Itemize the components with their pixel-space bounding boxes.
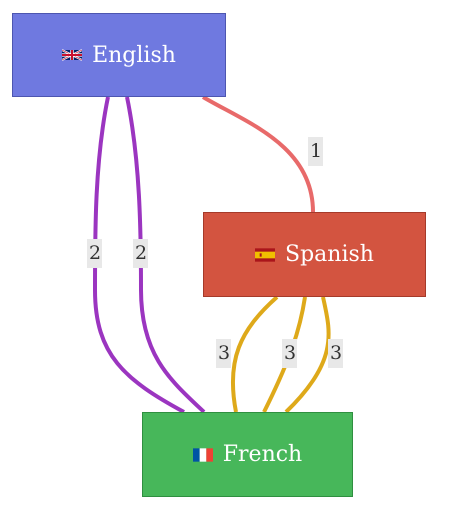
uk-flag-icon: [62, 49, 83, 61]
node-french[interactable]: French: [142, 412, 353, 497]
edge-label-spanish-french-2: 3: [282, 339, 297, 368]
node-spanish-label: Spanish: [285, 242, 374, 267]
node-spanish[interactable]: Spanish: [203, 212, 426, 297]
edge-label-spanish-french-1: 3: [216, 339, 231, 368]
edge-label-spanish-french-3: 3: [328, 339, 343, 368]
node-english[interactable]: English: [12, 13, 226, 97]
edge-spanish-french-3: [284, 296, 331, 414]
edge-label-english-french-2: 2: [133, 239, 148, 268]
node-french-label: French: [222, 442, 303, 467]
node-english-label: English: [92, 42, 176, 68]
edge-label-english-french-1: 2: [87, 239, 102, 268]
spain-flag-icon: [255, 247, 276, 262]
edge-english-french-2: [125, 96, 206, 414]
edge-english-spanish: [201, 95, 315, 213]
france-flag-icon: [192, 447, 213, 462]
edge-spanish-french-1: [230, 295, 279, 413]
edge-english-french-1: [92, 96, 185, 414]
edge-label-english-spanish: 1: [308, 137, 323, 166]
